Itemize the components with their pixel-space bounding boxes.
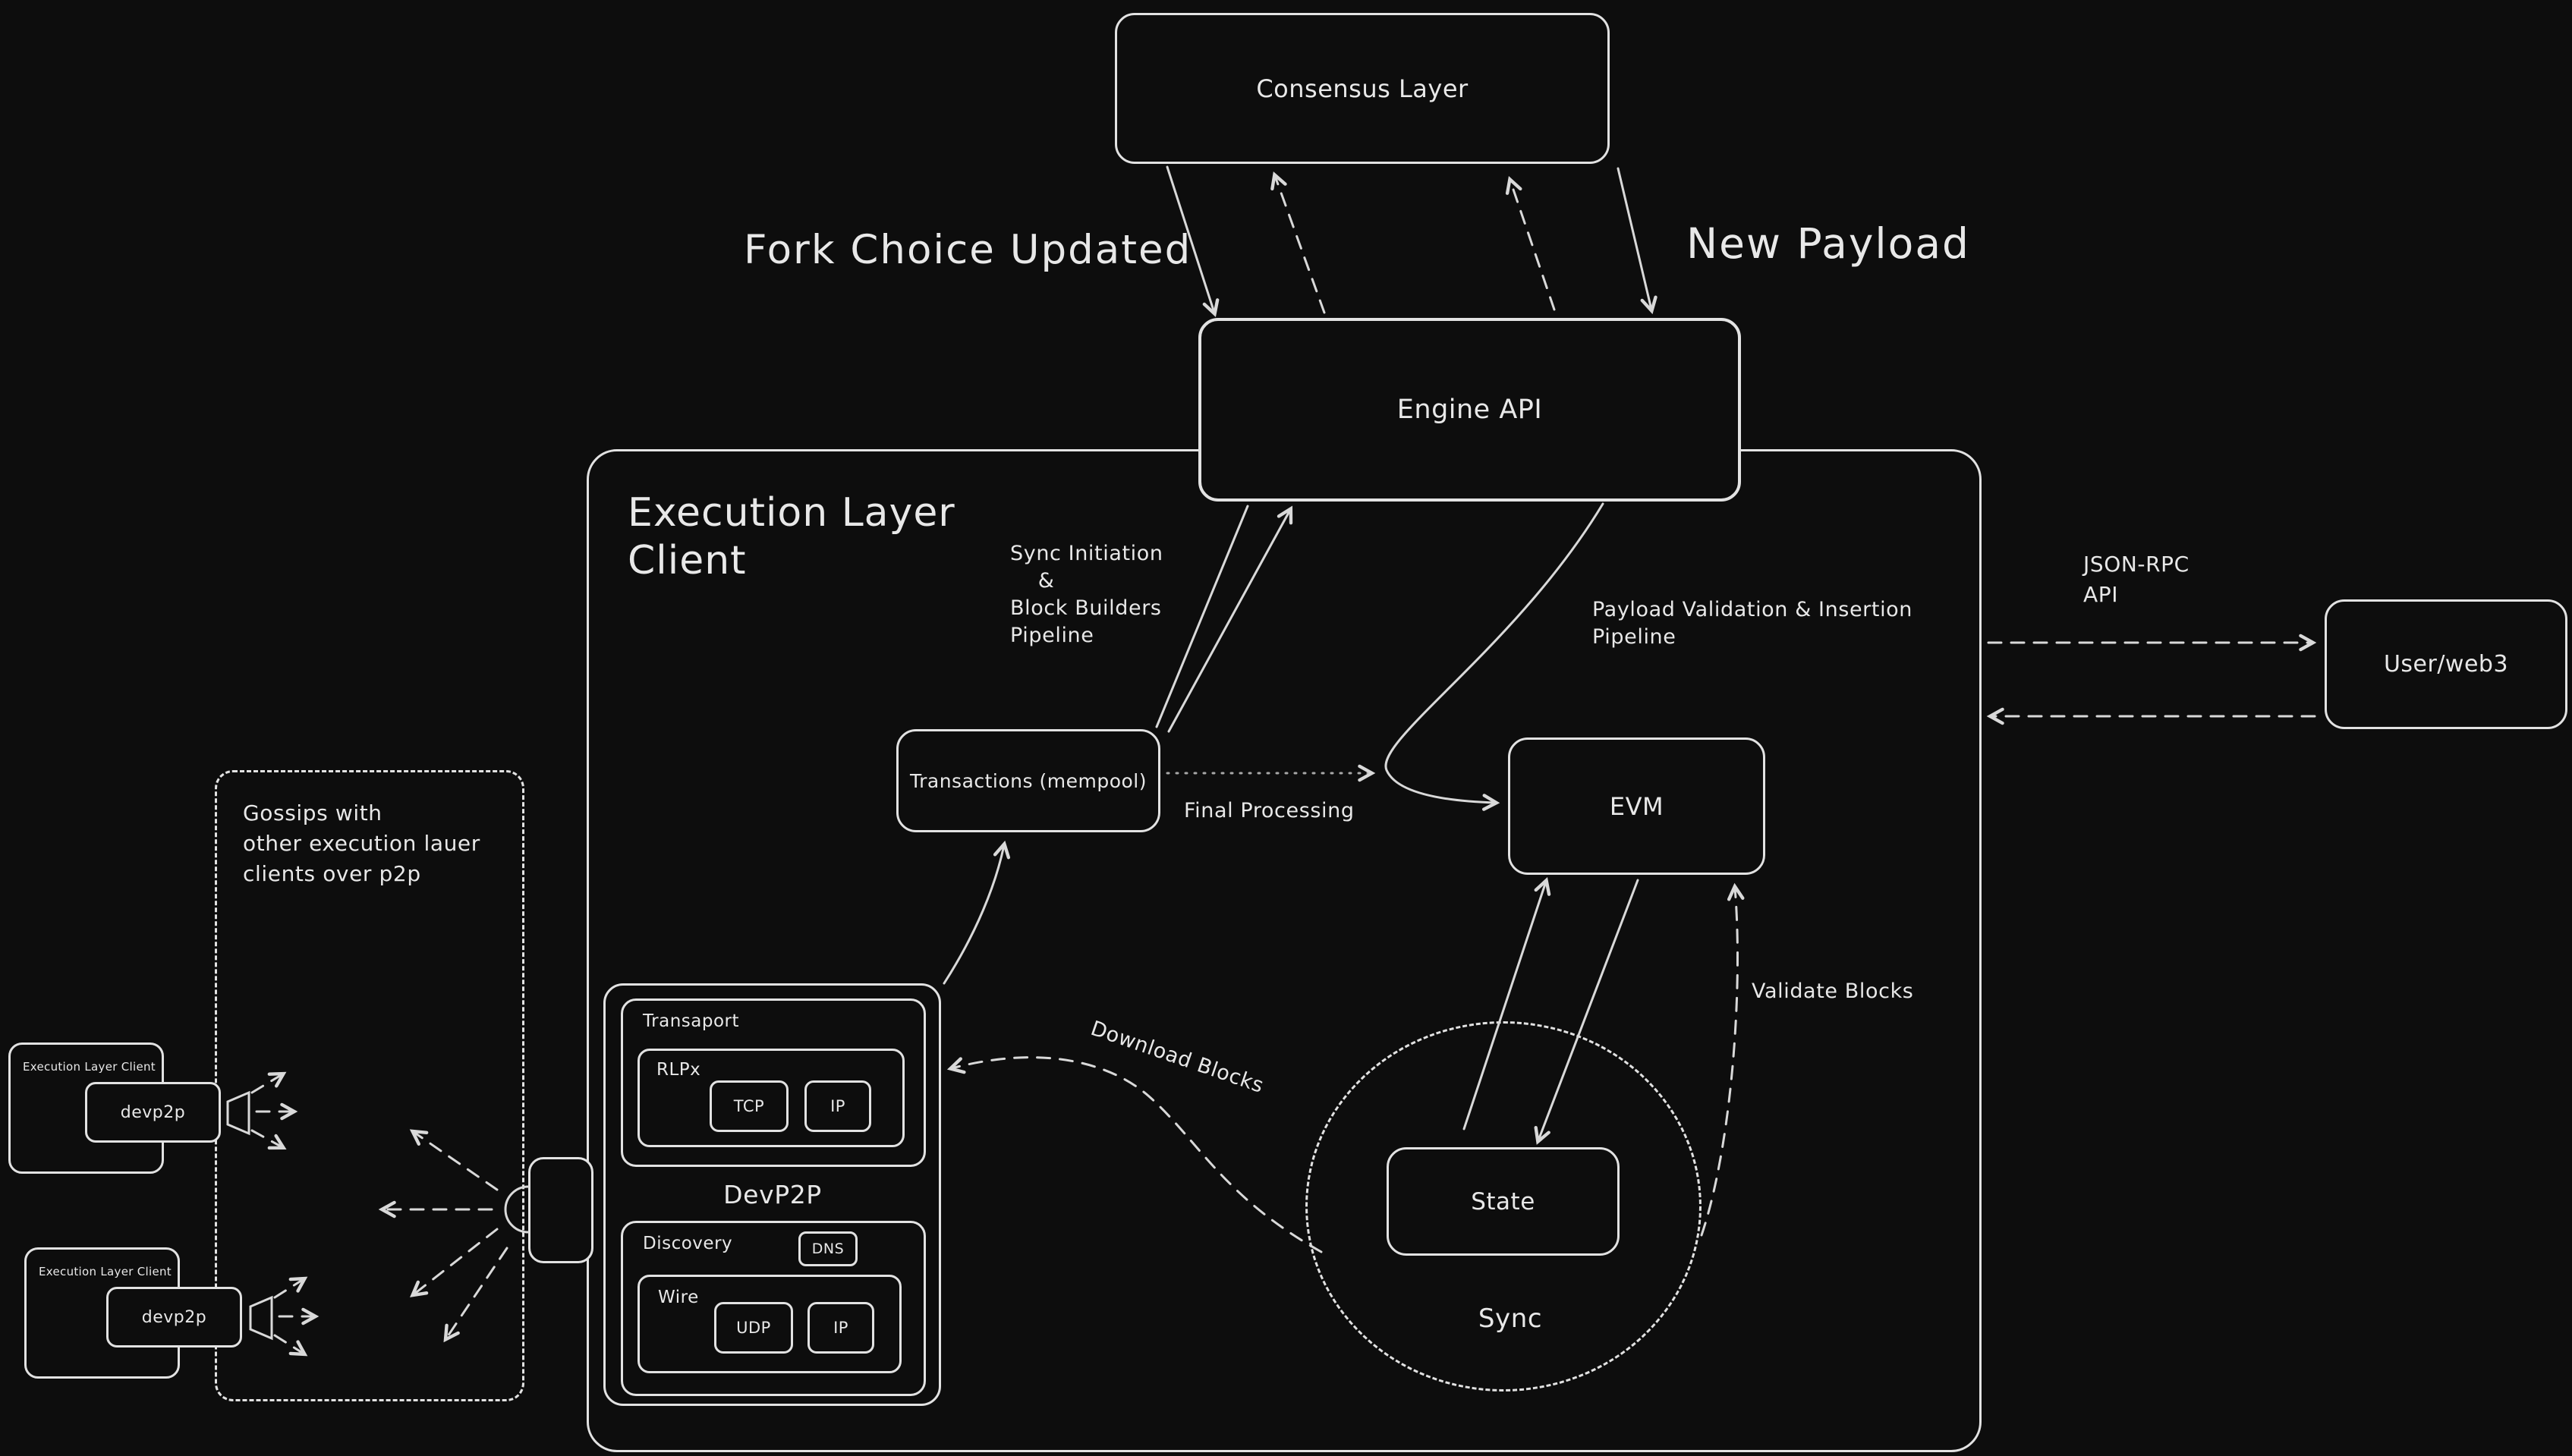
node-state[interactable]: State	[1387, 1147, 1620, 1256]
p2p-port-tab[interactable]	[528, 1157, 593, 1263]
discovery-label: Discovery	[643, 1234, 733, 1253]
node-engine-api[interactable]: Engine API	[1198, 318, 1741, 502]
node-user-web3[interactable]: User/web3	[2325, 599, 2567, 729]
evm-label: EVM	[1609, 791, 1664, 821]
node-udp[interactable]: UDP	[714, 1302, 793, 1354]
label-final-processing[interactable]: Final Processing	[1184, 799, 1355, 822]
label-payload-validation[interactable]: Payload Validation & Insertion Pipeline	[1592, 598, 1912, 649]
execution-client-title[interactable]: Execution Layer Client	[628, 490, 955, 584]
dns-label: DNS	[811, 1241, 845, 1257]
node-peer-devp2p-1[interactable]: devp2p	[85, 1082, 221, 1143]
label-json-rpc-api[interactable]: JSON-RPC API	[2083, 552, 2190, 607]
peer-client-2-title: Execution Layer Client	[39, 1265, 172, 1278]
node-consensus-layer[interactable]: Consensus Layer	[1115, 13, 1610, 164]
label-fork-choice-updated[interactable]: Fork Choice Updated	[744, 227, 1192, 273]
node-tcp[interactable]: TCP	[710, 1080, 789, 1132]
peer-devp2p-1-label: devp2p	[120, 1102, 186, 1122]
udp-label: UDP	[736, 1319, 771, 1337]
ip-udp-label: IP	[833, 1319, 848, 1337]
devp2p-stack-label[interactable]: DevP2P	[723, 1180, 822, 1209]
arrow-fork-choice-response[interactable]	[1270, 171, 1326, 314]
wire-label: Wire	[658, 1288, 699, 1307]
arrow-new-payload-response[interactable]	[1505, 176, 1556, 311]
label-new-payload[interactable]: New Payload	[1686, 219, 1970, 268]
gossip-note[interactable]: Gossips with other execution lauer clien…	[243, 800, 480, 886]
consensus-layer-label: Consensus Layer	[1256, 74, 1469, 103]
arrow-new-payload-request[interactable]	[1617, 167, 1657, 315]
node-peer-devp2p-2[interactable]: devp2p	[106, 1287, 242, 1348]
label-validate-blocks[interactable]: Validate Blocks	[1752, 980, 1914, 1003]
node-ip-udp[interactable]: IP	[807, 1302, 874, 1354]
ip-tcp-label: IP	[830, 1097, 845, 1115]
sync-label[interactable]: Sync	[1478, 1303, 1543, 1334]
label-sync-initiation[interactable]: Sync Initiation & Block Builders Pipelin…	[1010, 542, 1163, 647]
node-transactions-mempool[interactable]: Transactions (mempool)	[896, 729, 1160, 832]
user-web3-label: User/web3	[2383, 651, 2509, 678]
node-dns[interactable]: DNS	[798, 1231, 858, 1266]
node-evm[interactable]: EVM	[1508, 737, 1765, 875]
tcp-label: TCP	[733, 1097, 765, 1115]
rlpx-label: RLPx	[656, 1060, 701, 1080]
peer-devp2p-2-label: devp2p	[141, 1307, 207, 1327]
node-ip-tcp[interactable]: IP	[804, 1080, 871, 1132]
transactions-label: Transactions (mempool)	[910, 769, 1147, 792]
peer-client-1-title: Execution Layer Client	[23, 1060, 156, 1074]
engine-api-label: Engine API	[1396, 395, 1543, 425]
state-label: State	[1471, 1187, 1535, 1215]
transaport-label: Transaport	[643, 1011, 740, 1031]
